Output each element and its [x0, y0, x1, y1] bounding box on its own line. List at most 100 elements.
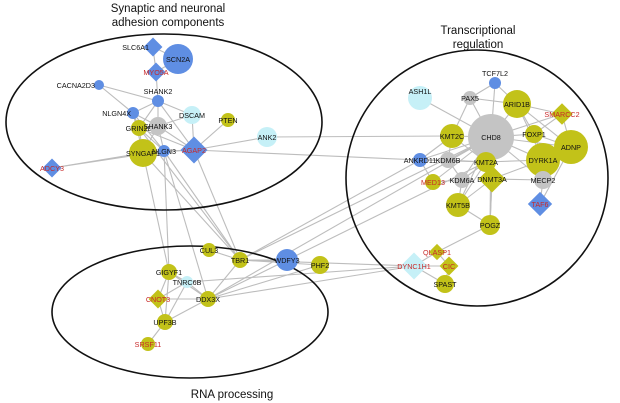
node-label-dyrk1a: DYRK1A [529, 156, 558, 165]
node-ankrd11[interactable]: ANKRD11 [404, 153, 437, 167]
node-phf2[interactable]: PHF2 [311, 256, 329, 274]
node-agap2[interactable]: AGAP2 [180, 136, 208, 164]
node-label-chd8: CHD8 [481, 133, 501, 142]
node-pten[interactable]: PTEN [218, 113, 238, 127]
node-label-taf6: TAF6 [531, 200, 548, 209]
node-foxp1[interactable]: FOXP1 [522, 125, 546, 143]
node-arid1b[interactable]: ARID1B [503, 90, 531, 118]
node-label-cul3: CUL3 [200, 246, 218, 255]
node-dnmt3a[interactable]: DNMT3A [477, 165, 507, 193]
node-label-pten: PTEN [218, 116, 237, 125]
node-label-srsf11: SRSF11 [135, 340, 162, 349]
edge-ddx3x-dync1h1 [207, 265, 415, 300]
cluster-ellipse-synaptic [5, 33, 323, 211]
node-label-tnrc6b: TNRC6B [173, 278, 202, 287]
edge-cacna2d3-shank2 [98, 84, 159, 102]
node-kmt2c[interactable]: KMT2C [440, 124, 464, 148]
node-srsf11[interactable]: SRSF11 [135, 337, 162, 351]
node-label-myo5a: MYO5A [143, 68, 168, 77]
edge-tnrc6b-dync1h1 [186, 265, 415, 283]
node-diamond-dnmt3a [478, 165, 506, 193]
node-mecp2[interactable]: MECP2 [531, 171, 556, 189]
node-label-nlgn4x: NLGN4X [102, 109, 131, 118]
edge-nlgn3-ddx3x [163, 150, 209, 300]
node-dync1h1[interactable]: DYNC1H1 [397, 252, 431, 280]
node-label-kmt2a: KMT2A [474, 158, 498, 167]
node-ank2[interactable]: ANK2 [257, 127, 277, 147]
cluster-ellipse-rna [51, 245, 329, 379]
node-ddx3x[interactable]: DDX3X [196, 291, 220, 307]
node-circle-tbr1 [232, 252, 248, 268]
node-kdm6b[interactable]: KDM6B [436, 152, 461, 168]
node-label-gigyf1: GIGYF1 [156, 268, 182, 277]
node-nlgn3[interactable]: NLGN3 [152, 145, 176, 157]
node-label-qlasp1: QLASP1 [423, 248, 451, 257]
node-spast[interactable]: SPAST [433, 275, 457, 293]
node-upf3b[interactable]: UPF3B [153, 314, 177, 330]
node-cacna2d3[interactable]: CACNA2D3 [57, 80, 104, 90]
node-label-tbr1: TBR1 [231, 256, 249, 265]
node-kdm6a[interactable]: KDM6A [450, 172, 475, 188]
node-label-wdfy3: WDFY3 [274, 256, 299, 265]
cluster-title-transcriptional-line2: regulation [453, 39, 504, 51]
node-nlgn4x[interactable]: NLGN4X [102, 107, 139, 119]
node-circle-dscam [183, 106, 201, 124]
node-tbr1[interactable]: TBR1 [231, 252, 249, 268]
node-chd8[interactable]: CHD8 [468, 114, 514, 160]
node-cnot3[interactable]: CNOT3 [146, 289, 170, 309]
node-dscam[interactable]: DSCAM [179, 106, 205, 124]
node-kmt5b[interactable]: KMT5B [446, 193, 470, 217]
node-ash1l[interactable]: ASH1L [408, 86, 432, 110]
node-cic[interactable]: CIC [439, 256, 459, 276]
node-diamond-smarcc2 [551, 103, 573, 125]
node-label-kmt5b: KMT5B [446, 201, 470, 210]
node-circle-kmt2c [440, 124, 464, 148]
edge-nlgn3-gigyf1 [163, 150, 170, 273]
node-cul3[interactable]: CUL3 [200, 243, 218, 257]
node-tnrc6b[interactable]: TNRC6B [173, 276, 202, 288]
node-label-ddx3x: DDX3X [196, 295, 220, 304]
node-smarcc2[interactable]: SMARCC2 [544, 103, 580, 125]
node-circle-shank3 [149, 117, 167, 135]
node-dyrk1a[interactable]: DYRK1A [526, 143, 560, 177]
node-label-adnp: ADNP [561, 143, 581, 152]
node-circle-med13 [425, 174, 441, 190]
node-diamond-dync1h1 [400, 252, 428, 280]
node-circle-srsf11 [141, 337, 155, 351]
node-circle-kdm6b [440, 152, 456, 168]
node-syngap1[interactable]: SYNGAP1 [126, 139, 160, 167]
node-grin2b[interactable]: GRIN2B [126, 120, 153, 136]
node-pogz[interactable]: POGZ [480, 215, 501, 235]
node-gigyf1[interactable]: GIGYF1 [156, 264, 182, 280]
node-slc6a1[interactable]: SLC6A1 [122, 37, 163, 57]
node-myo5a[interactable]: MYO5A [143, 62, 169, 82]
node-tcf7l2[interactable]: TCF7L2 [482, 69, 508, 89]
node-scn2a[interactable]: SCN2A [163, 44, 193, 74]
edge-ddx3x-phf2 [207, 264, 321, 300]
node-label-cic: CIC [443, 262, 455, 271]
node-label-grin2b: GRIN2B [126, 124, 153, 133]
edge-agap2-ank2 [193, 136, 268, 151]
node-pax5[interactable]: PAX5 [461, 91, 479, 105]
node-qlasp1[interactable]: QLASP1 [423, 243, 451, 261]
node-circle-phf2 [311, 256, 329, 274]
cluster-title-transcriptional-line1: Transcriptional [441, 25, 516, 37]
node-diamond-qlasp1 [428, 243, 446, 261]
node-circle-nlgn4x [127, 107, 139, 119]
node-taf6[interactable]: TAF6 [527, 191, 553, 217]
edge-syngap1-tbr1 [142, 152, 241, 261]
node-diamond-taf6 [527, 191, 553, 217]
node-adcy3[interactable]: ADCY3 [40, 158, 64, 178]
node-circle-syngap1 [129, 139, 157, 167]
node-shank2[interactable]: SHANK2 [144, 87, 173, 107]
node-shank3[interactable]: SHANK3 [144, 117, 173, 135]
node-wdfy3[interactable]: WDFY3 [274, 249, 300, 271]
node-circle-tcf7l2 [489, 77, 501, 89]
node-adnp[interactable]: ADNP [554, 130, 588, 164]
node-label-slc6a1: SLC6A1 [122, 43, 149, 52]
node-circle-ddx3x [200, 291, 216, 307]
node-diamond-myo5a [146, 62, 166, 82]
node-med13[interactable]: MED13 [421, 174, 445, 190]
